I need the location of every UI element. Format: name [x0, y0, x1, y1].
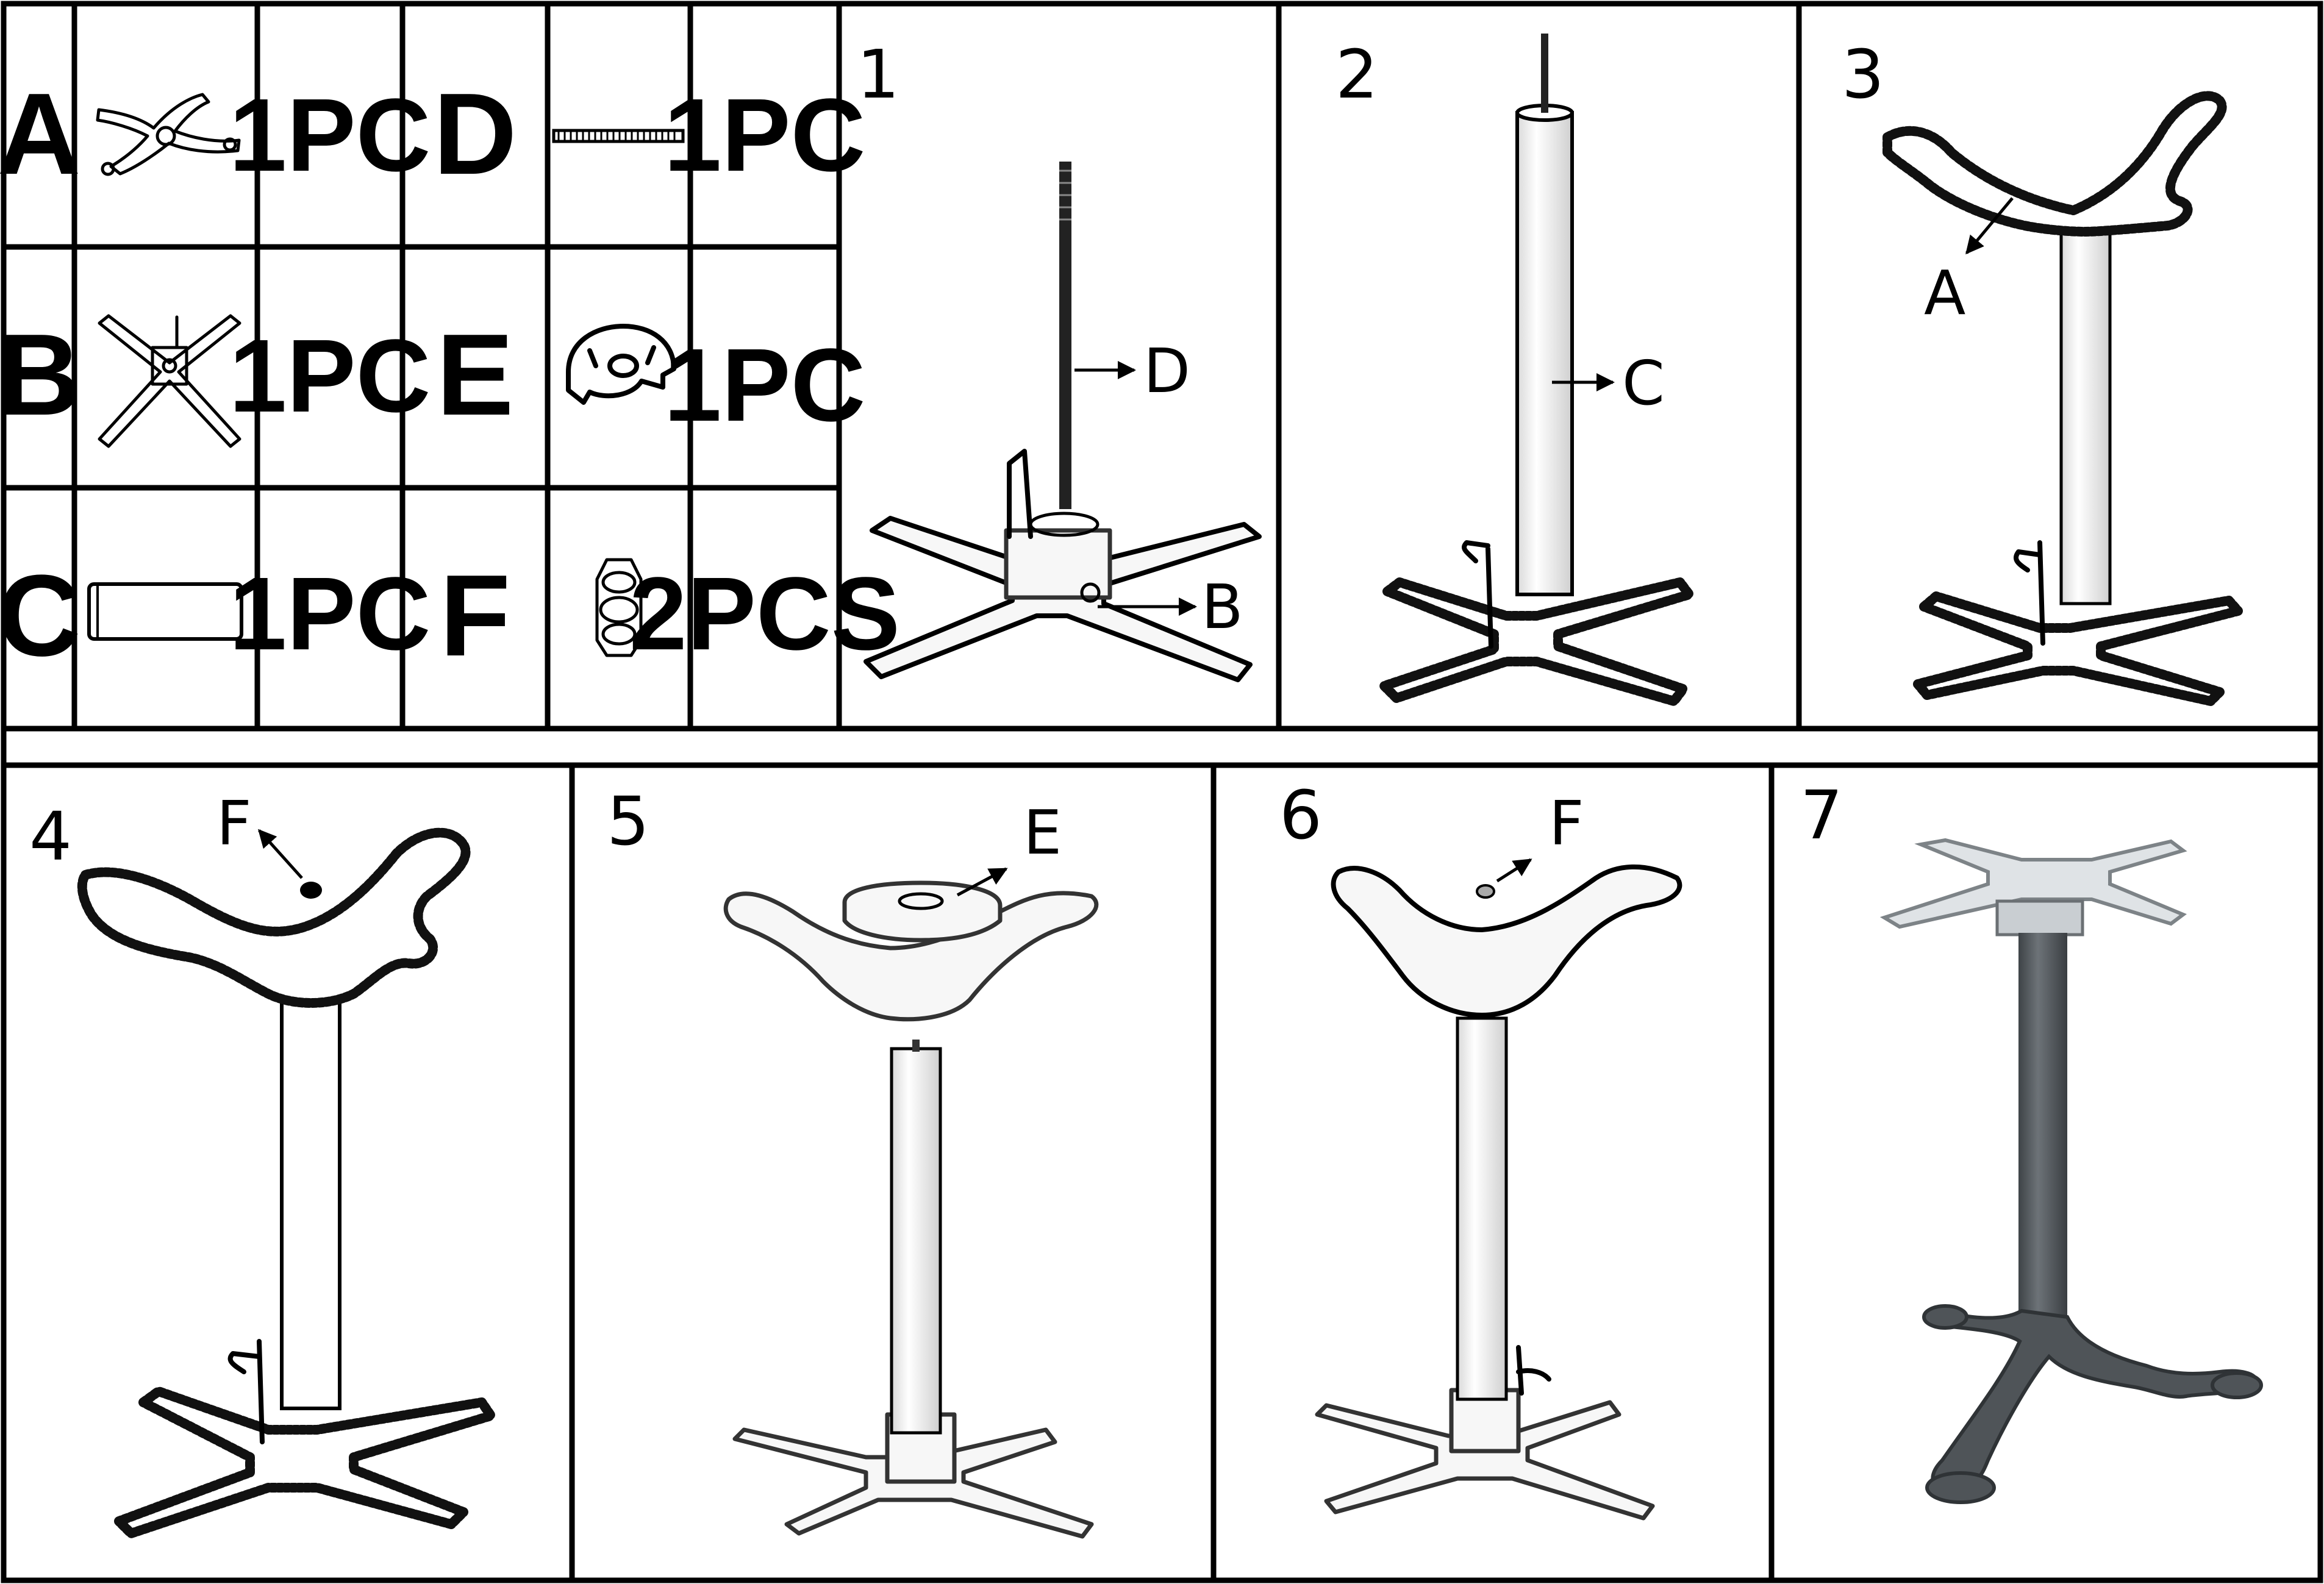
column-tube-illustration [1456, 1016, 1508, 1401]
part-qty-a: 1PC [229, 77, 431, 193]
step-number: 1 [857, 35, 899, 113]
part-qty-d: 1PC [664, 77, 866, 193]
step-1-panel: 1 D B [857, 35, 1262, 682]
cross-base-top-icon [96, 93, 241, 176]
part-qty-c: 1PC [229, 556, 431, 672]
callout-e: E [956, 797, 1062, 897]
step-7-panel: 7 [1800, 776, 2263, 1504]
step-number: 2 [1335, 35, 1378, 113]
column-tube-illustration [280, 995, 341, 1410]
part-letter-e: E [437, 310, 514, 440]
finished-top-plate-illustration [1879, 838, 2187, 936]
step-number: 5 [607, 782, 649, 860]
step-number: 3 [1842, 35, 1884, 113]
column-tube-illustration [890, 1040, 942, 1435]
top-plate-cap-illustration [842, 880, 1003, 943]
cross-base-illustration [1379, 540, 1694, 706]
step-number: 7 [1800, 776, 1843, 854]
callout-d: D [1074, 335, 1190, 407]
callout-label: A [1924, 257, 1965, 329]
callout-label: F [1549, 788, 1584, 859]
step-number: 6 [1279, 776, 1322, 854]
column-tube-illustration [2059, 224, 2112, 605]
part-letter-a: A [0, 70, 81, 199]
threaded-rod-icon [552, 129, 685, 143]
part-row-c: C 1PC [0, 551, 431, 680]
step-2-panel: 2 C [1335, 34, 1694, 706]
column-tube-illustration [1515, 34, 1574, 596]
parts-table: A 1PC D 1PC B [0, 70, 900, 680]
top-spider-illustration [77, 827, 471, 1008]
hex-nut-icon [595, 558, 643, 657]
callout-b: B [1098, 571, 1243, 643]
cross-base-illustration [863, 449, 1262, 682]
step-5-panel: 5 E [607, 782, 1099, 1539]
callout-c: C [1552, 348, 1665, 419]
callout-label: B [1201, 571, 1243, 643]
part-row-e: E 1PC [437, 310, 866, 443]
step-3-panel: 3 A [1842, 35, 2243, 706]
part-row-a: A 1PC [0, 70, 431, 199]
callout-f: F [1496, 788, 1584, 883]
part-row-b: B 1PC [0, 310, 431, 448]
cross-base-illustration [114, 1339, 496, 1538]
top-plate-cap-icon [566, 324, 676, 405]
top-spider-illustration [1331, 864, 1682, 1018]
callout-f: F [216, 788, 303, 879]
part-qty-e: 1PC [664, 327, 866, 443]
part-letter-d: D [433, 70, 517, 199]
finished-tripod-base-illustration [1922, 1304, 2263, 1504]
part-row-d: D 1PC [433, 70, 865, 199]
part-qty-f: 2PCS [629, 556, 900, 672]
part-row-f: F 2PCS [440, 551, 900, 680]
cross-base-illustration [1913, 540, 2243, 706]
cross-base-bottom-icon [98, 314, 241, 448]
part-qty-b: 1PC [229, 318, 431, 434]
top-spider-illustration [723, 891, 1099, 1022]
part-letter-f: F [440, 551, 510, 680]
callout-label: D [1143, 335, 1190, 407]
callout-label: C [1622, 348, 1665, 419]
column-tube-icon [87, 582, 243, 641]
finished-column-illustration [2018, 933, 2067, 1335]
callout-label: E [1023, 797, 1062, 868]
step-6-panel: 6 F [1279, 776, 1682, 1521]
top-spider-illustration [1882, 91, 2227, 237]
threaded-rod-illustration [1059, 162, 1071, 509]
step-4-panel: 4 F [29, 788, 496, 1538]
part-letter-c: C [0, 551, 81, 680]
callout-label: F [216, 788, 252, 859]
callout-a: A [1924, 197, 2014, 329]
part-letter-b: B [0, 310, 81, 440]
step-number: 4 [29, 797, 72, 876]
